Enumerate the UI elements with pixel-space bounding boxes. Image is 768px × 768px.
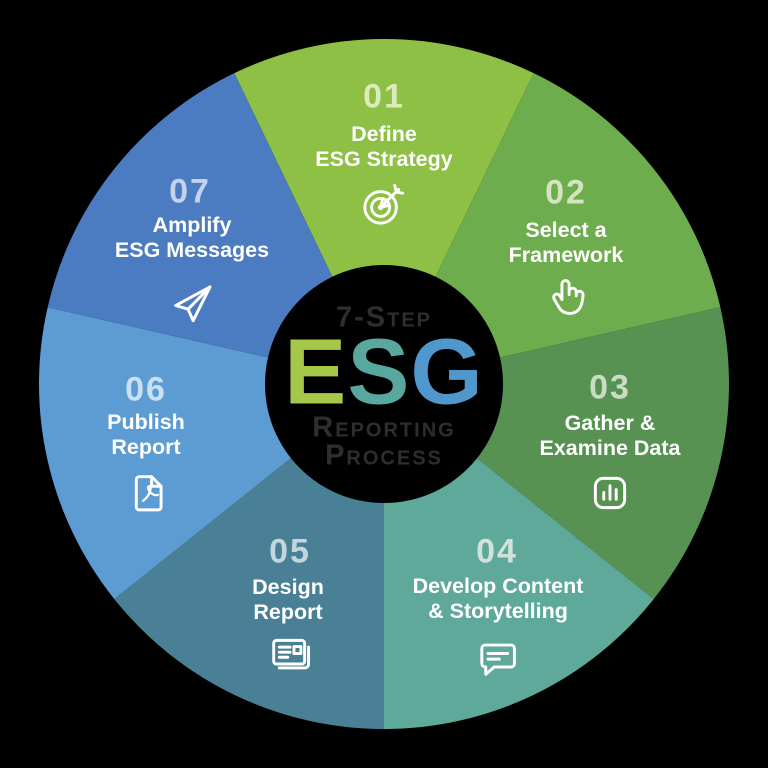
- step-03-number: 03: [589, 368, 631, 407]
- center-circle: [265, 265, 503, 503]
- step-01-number: 01: [363, 77, 405, 116]
- speech-bubble-icon: [470, 631, 524, 685]
- step-03-label: Gather &Examine Data: [539, 411, 681, 460]
- segment-01-wedge: [234, 39, 534, 385]
- step-04-number: 04: [476, 532, 518, 571]
- step-02-number: 02: [545, 173, 587, 212]
- paper-plane-icon: [165, 274, 219, 328]
- step-05-number: 05: [269, 532, 311, 571]
- center-top-label: 7-Step: [335, 301, 433, 334]
- report-layout-icon: [263, 628, 317, 682]
- pdf-file-icon: [120, 466, 174, 520]
- step-06-number: 06: [125, 370, 167, 409]
- center-reporting-label: Reporting: [312, 411, 456, 444]
- bar-chart-icon: [583, 466, 637, 520]
- target-dart-icon: [357, 177, 411, 231]
- step-07-number: 07: [169, 172, 211, 211]
- click-hand-icon: [540, 272, 594, 326]
- esg-letter-g: G: [410, 319, 484, 424]
- esg-letter-e: E: [284, 319, 348, 424]
- esg-letter-s: S: [347, 319, 411, 424]
- center-esg-word: ESG: [284, 325, 483, 419]
- step-04-label: Develop Content& Storytelling: [412, 574, 584, 623]
- center-process-label: Process: [325, 439, 443, 472]
